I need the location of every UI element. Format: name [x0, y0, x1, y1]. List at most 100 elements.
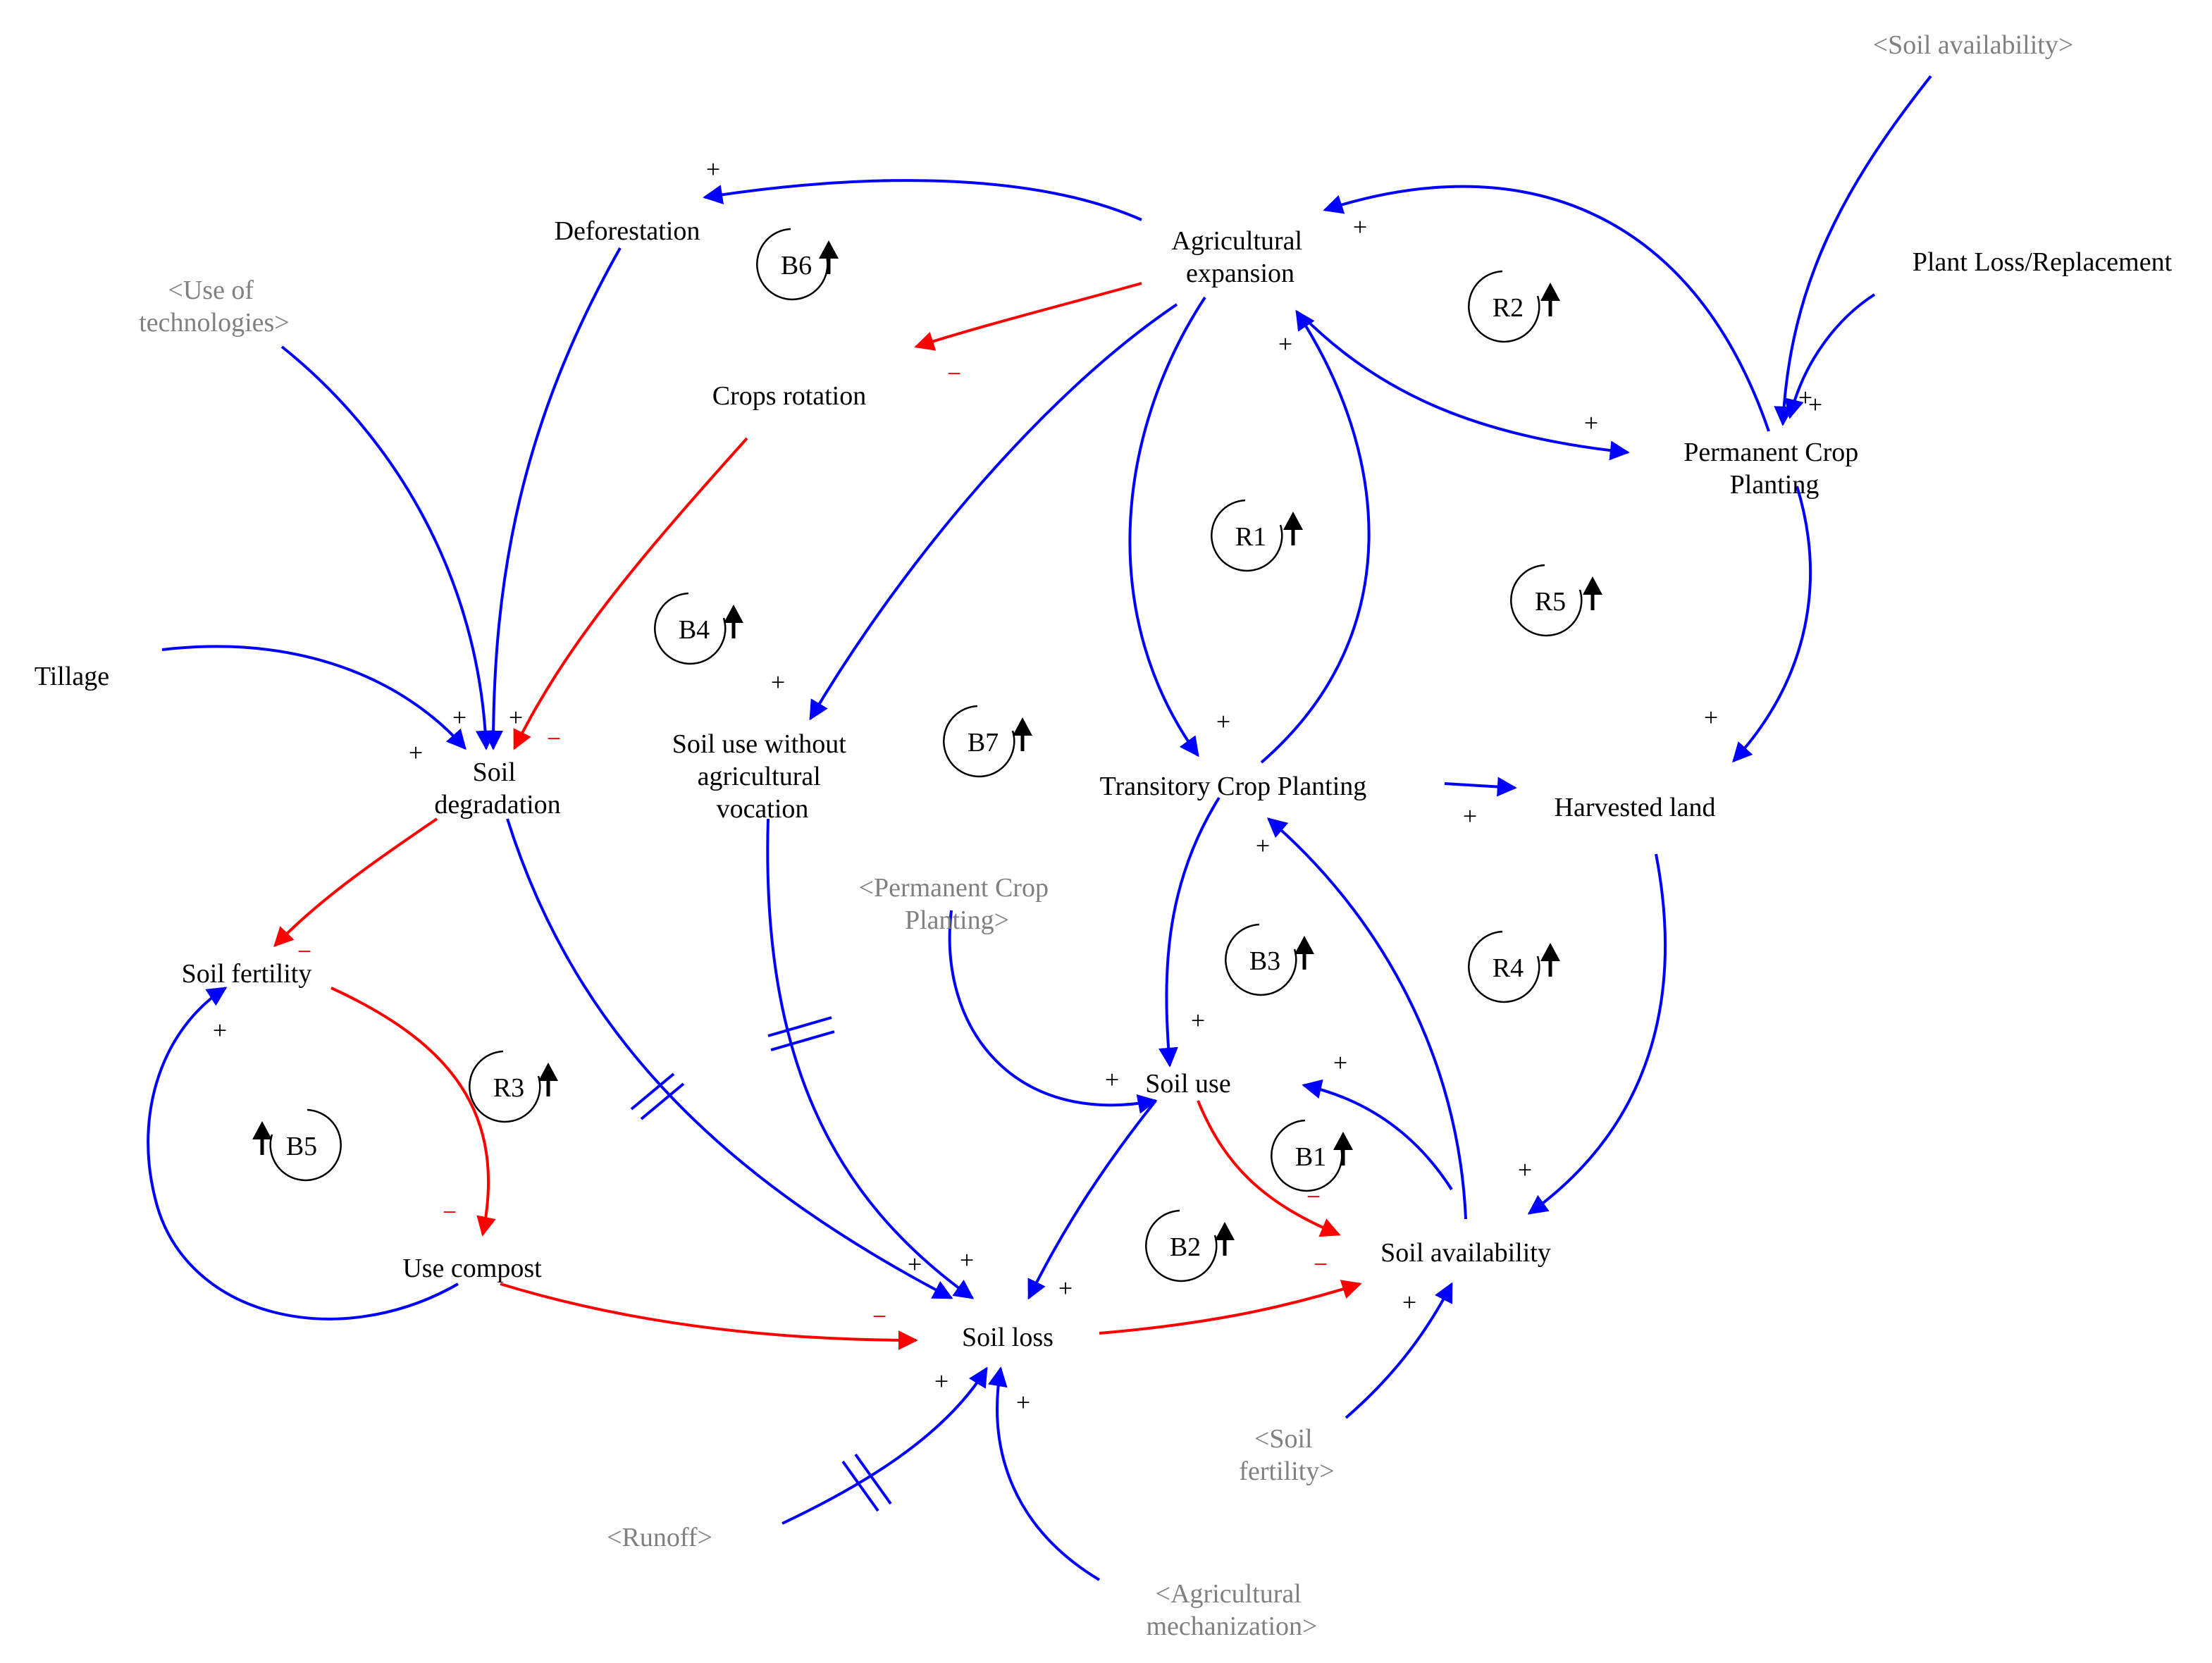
loop-label-r3: R3	[493, 1073, 524, 1103]
polarity-minus: −	[1314, 1250, 1328, 1278]
polarity-plus: +	[452, 703, 467, 731]
variable-crops-rotation: Crops rotation	[712, 381, 866, 411]
variable-transitory-crop-planting: Transitory Crop Planting	[1100, 772, 1367, 801]
link-harvested-land-to-soil-availability	[1527, 853, 1667, 1215]
polarity-plus: +	[1333, 1049, 1347, 1077]
shadow-variable-soil-fertility-line-1: <Soil	[1254, 1424, 1313, 1454]
polarity-plus: +	[1105, 1065, 1119, 1094]
polarity-minus: −	[547, 724, 561, 753]
loop-label-r4: R4	[1493, 953, 1524, 983]
variable-harvested-land: Harvested land	[1555, 793, 1716, 822]
polarity-minus: −	[297, 937, 311, 965]
polarity-plus: +	[1798, 383, 1812, 412]
loop-marker-b1: B1	[1271, 1119, 1353, 1192]
loop-label-b7: B7	[968, 728, 999, 758]
link-permanent-crop-planting-to-agricultural-expansion	[1323, 185, 1770, 432]
link-soil-use-to-soil-loss	[1027, 1099, 1157, 1300]
variable-agricultural-expansion-line-1: Agricultural	[1171, 226, 1302, 256]
variable-soil-availability: Soil availability	[1380, 1238, 1551, 1268]
polarity-minus: −	[443, 1198, 457, 1226]
link-soil-use-to-soil-availability	[1197, 1100, 1341, 1237]
link-agricultural-mechanization-shadow-to-soil-loss	[987, 1366, 1101, 1581]
link-runoff-shadow-to-soil-loss	[781, 1366, 988, 1525]
polarity-plus: +	[1016, 1388, 1030, 1416]
variable-soil-use-without-agricultural-vocation: Soil use without agricultural vocation	[672, 729, 853, 824]
link-soil-loss-to-soil-availability	[1099, 1280, 1362, 1335]
variables: <Soil availability> Deforestation Agricu…	[35, 30, 2173, 1641]
link-soil-availability-to-soil-use	[1302, 1079, 1453, 1191]
delay-mark-runoff-to-soil-loss	[841, 1453, 892, 1512]
loop-marker-b6: B6	[756, 228, 839, 301]
variable-soil-use-without-vocation-line-2: agricultural	[698, 762, 821, 791]
shadow-variable-use-of-technologies: <Use of technologies>	[139, 276, 290, 338]
polarity-plus: +	[1808, 390, 1822, 419]
link-agricultural-expansion-to-permanent-crop-planting	[1302, 316, 1630, 461]
loop-label-b3: B3	[1249, 946, 1280, 976]
polarity-plus: +	[1518, 1156, 1532, 1184]
loop-marker-b3: B3	[1225, 923, 1314, 996]
shadow-variable-agricultural-mechanization-line-2: mechanization>	[1147, 1612, 1318, 1641]
shadow-variable-permanent-crop-planting-line-1: <Permanent Crop	[859, 873, 1049, 903]
polarity-plus: +	[1584, 409, 1598, 437]
variable-agricultural-expansion: Agricultural expansion	[1171, 226, 1309, 288]
polarity-plus: +	[706, 155, 720, 183]
polarity-plus: +	[1463, 802, 1477, 830]
link-plant-loss-replacement-to-permanent-crop-planting	[1784, 293, 1876, 419]
variable-soil-degradation-line-1: Soil	[473, 758, 516, 787]
polarity-plus: +	[1278, 330, 1292, 358]
delay-mark-soil-degradation-to-soil-loss	[630, 1072, 685, 1120]
variable-plant-loss-replacement: Plant Loss/Replacement	[1913, 247, 2173, 277]
polarity-plus: +	[509, 703, 523, 731]
polarity-minus: −	[947, 359, 961, 388]
variable-permanent-crop-planting: Permanent Crop Planting	[1683, 438, 1865, 500]
link-agricultural-expansion-to-soil-use-without-vocation	[809, 303, 1178, 721]
link-transitory-crop-planting-to-harvested-land	[1444, 777, 1517, 797]
loop-marker-b4: B4	[654, 592, 743, 665]
polarity-plus: +	[1353, 213, 1367, 241]
link-soil-availability-shadow-to-permanent-crop-planting	[1774, 75, 1932, 426]
loop-label-r1: R1	[1235, 522, 1266, 552]
link-agricultural-expansion-to-deforestation	[703, 179, 1142, 221]
loop-marker-b7: B7	[943, 705, 1032, 778]
link-use-compost-to-soil-fertility	[147, 987, 459, 1321]
link-use-of-technologies-shadow-to-soil-degradation	[280, 345, 495, 750]
variable-soil-use: Soil use	[1145, 1069, 1230, 1099]
delay-marks	[630, 1016, 892, 1512]
variable-soil-use-without-vocation-line-3: vocation	[717, 794, 809, 824]
loop-label-r5: R5	[1535, 587, 1566, 617]
loop-label-r2: R2	[1493, 293, 1524, 323]
polarity-plus: +	[213, 1016, 227, 1044]
polarity-plus: +	[960, 1246, 974, 1274]
link-soil-degradation-to-soil-loss	[506, 818, 953, 1299]
polarity-plus: +	[1216, 707, 1230, 736]
loop-marker-r3: R3	[469, 1050, 558, 1123]
variable-soil-use-without-vocation-line-1: Soil use without	[672, 729, 846, 759]
loop-marker-r5: R5	[1510, 564, 1602, 637]
link-crops-rotation-to-soil-degradation	[513, 437, 748, 750]
shadow-variable-runoff: <Runoff>	[607, 1523, 712, 1552]
shadow-variable-permanent-crop-planting-line-2: Planting>	[905, 905, 1009, 935]
link-permanent-crop-planting-to-harvested-land	[1732, 486, 1812, 763]
variable-soil-degradation-line-2: degradation	[434, 790, 560, 820]
link-permanent-crop-planting-shadow-to-soil-use	[948, 910, 1158, 1114]
loop-markers: B6 R2 R1 R5 B4	[252, 228, 1602, 1282]
loop-label-b1: B1	[1295, 1142, 1326, 1172]
link-transitory-crop-planting-to-agricultural-expansion	[1260, 309, 1371, 764]
link-agricultural-expansion-to-transitory-crop-planting	[1128, 296, 1206, 758]
polarity-minus: −	[1306, 1182, 1321, 1211]
link-soil-use-without-vocation-to-soil-loss	[766, 818, 975, 1299]
loop-label-b5: B5	[286, 1132, 317, 1161]
polarity-plus: +	[1191, 1006, 1205, 1034]
polarity-plus: +	[1256, 832, 1270, 860]
shadow-variable-soil-fertility-line-2: fertility>	[1239, 1457, 1334, 1486]
loop-label-b4: B4	[679, 615, 710, 645]
causal-links	[147, 75, 1932, 1581]
loop-marker-r1: R1	[1211, 499, 1303, 572]
shadow-variable-agricultural-mechanization-line-1: <Agricultural	[1156, 1579, 1302, 1609]
variable-use-compost: Use compost	[402, 1254, 542, 1283]
polarity-plus: +	[771, 668, 785, 696]
shadow-variable-use-of-technologies-line-2: technologies>	[139, 308, 290, 338]
shadow-variable-soil-availability: <Soil availability>	[1873, 30, 2074, 60]
loop-marker-r2: R2	[1468, 270, 1560, 343]
